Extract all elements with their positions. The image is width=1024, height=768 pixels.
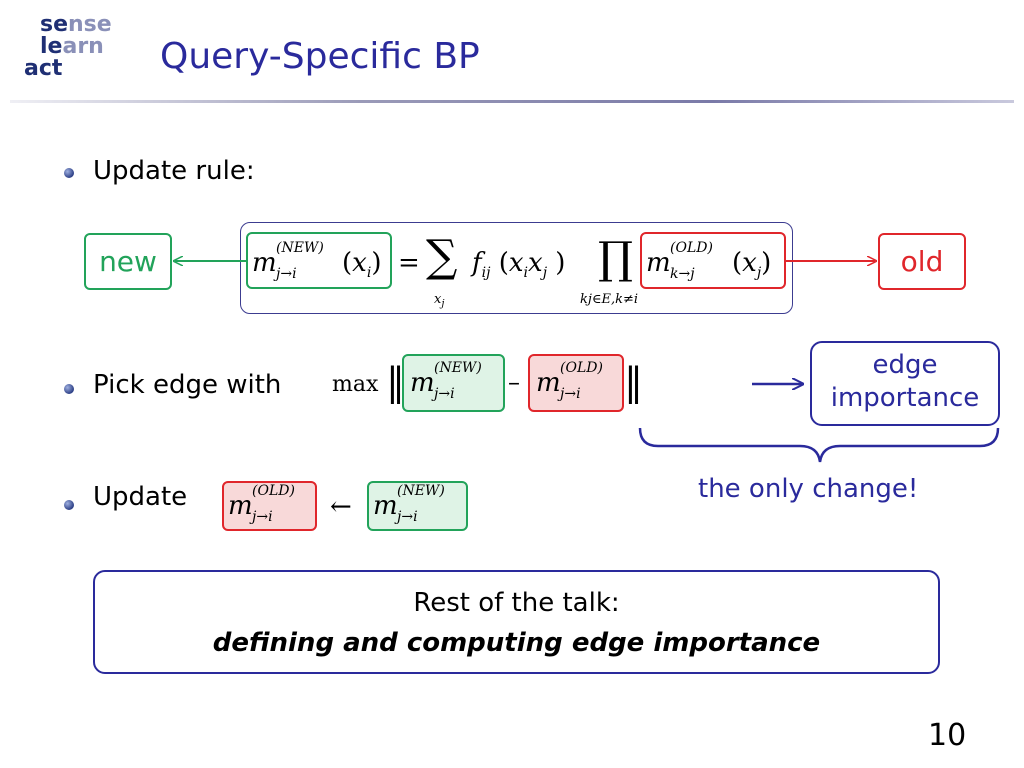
new-message-box: [246, 232, 392, 289]
slide-title: Query-Specific BP: [160, 36, 480, 77]
bullet-update: Update: [93, 482, 188, 512]
change-brace: [638, 427, 1000, 463]
norm-left: ‖: [386, 360, 405, 404]
minus-sign: –: [508, 368, 520, 396]
equation-box: [240, 222, 793, 314]
edge-importance-line1: edge: [872, 350, 938, 380]
bullet-update-rule: Update rule:: [93, 156, 255, 186]
assign-arrow: ←: [330, 492, 352, 522]
update-old-message-box: m (OLD) j→i: [222, 481, 317, 531]
logo-text-arn: arn: [62, 34, 104, 59]
norm-right: ‖: [624, 360, 643, 404]
pick-new-message: m (NEW) j→i: [410, 360, 482, 402]
only-change-note: the only change!: [698, 474, 919, 504]
logo-text-nse: nse: [68, 12, 112, 37]
rest-of-talk-topic: defining and computing edge importance: [212, 628, 821, 658]
old-message-box: [640, 232, 786, 289]
pick-old-message-box: m (OLD) j→i: [528, 354, 624, 412]
logo-text-se: se: [40, 12, 69, 37]
logo-text-act: act: [24, 56, 63, 81]
logo: sense learn act: [22, 12, 132, 92]
new-label: new: [99, 245, 157, 278]
product-index: kj∈E,k≠i: [580, 292, 639, 307]
new-label-box: new: [84, 233, 172, 290]
bullet-marker: [64, 500, 74, 510]
rhs-message: m (OLD) k→j: [646, 240, 713, 282]
edge-importance-line2: importance: [830, 383, 980, 413]
sum-symbol: ∑: [426, 231, 458, 282]
factor-term: fij (xixj ): [472, 248, 566, 282]
bullet-marker: [64, 168, 74, 178]
product-symbol: ∏: [598, 233, 634, 284]
rhs-argument: (xj): [732, 248, 772, 282]
update-new-message: m (NEW) j→i: [373, 483, 445, 525]
max-operator: max: [332, 372, 379, 397]
page-number: 10: [928, 718, 967, 753]
lhs-message: m (NEW) j→i: [252, 240, 324, 282]
equals-sign: =: [398, 248, 420, 278]
old-label-box: old: [878, 233, 966, 290]
sum-index: xj: [434, 292, 445, 310]
title-divider: [10, 100, 1014, 103]
rest-of-talk-box: Rest of the talk: defining and computing…: [93, 570, 940, 674]
pick-old-message: m (OLD) j→i: [536, 360, 603, 402]
old-label: old: [900, 245, 944, 278]
update-old-message: m (OLD) j→i: [228, 483, 295, 525]
logo-text-le: le: [40, 34, 63, 59]
bullet-marker: [64, 384, 74, 394]
rest-of-talk-heading: Rest of the talk:: [413, 588, 620, 618]
pick-new-message-box: m (NEW) j→i: [402, 354, 505, 412]
edge-importance-box: edge importance: [810, 341, 1000, 426]
bullet-pick-edge: Pick edge with: [93, 370, 282, 400]
update-new-message-box: m (NEW) j→i: [367, 481, 468, 531]
lhs-argument: (xi): [342, 248, 382, 282]
